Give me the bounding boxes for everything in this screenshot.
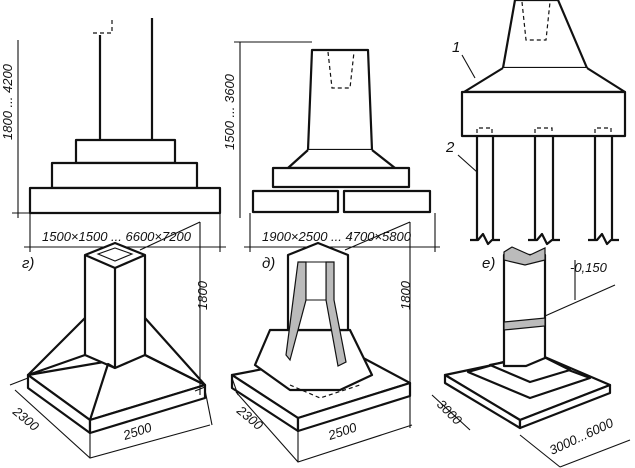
figure-d-height-dimension: 1800 [398, 280, 413, 310]
figure-e-label: е) [482, 255, 495, 272]
callout-2: 2 [445, 139, 455, 156]
figure-b-glass-foundation: 1500 ... 3600 1900×2500 ... 4700×5800 [222, 41, 440, 252]
figure-d-label: д) [262, 255, 275, 272]
figure-e-elevation-mark: -0,150 [570, 260, 608, 275]
figure-e-prefab-foundation: е) -0,150 3000 3000...6000 [431, 246, 631, 468]
piles [470, 127, 619, 246]
figure-d-width-dimension: 2500 [325, 419, 359, 443]
figure-a-stepped-foundation: 1800 ... 4200 1500×1500 ... 6600×7200 [0, 18, 226, 252]
figure-c-pile-foundation: 1 2 [445, 0, 627, 246]
figure-g-depth-dimension: 2300 [9, 403, 42, 434]
figure-b-height-dimension: 1500 ... 3600 [222, 73, 237, 150]
figure-g-frame-foundation: г) 1800 2300 2500 [9, 221, 213, 459]
figure-e-depth-dimension: 3000 [434, 397, 466, 429]
callout-1: 1 [452, 39, 460, 56]
figure-b-base-dimension: 1900×2500 ... 4700×5800 [262, 229, 412, 244]
figure-a-height-dimension: 1800 ... 4200 [0, 63, 15, 140]
figure-g-label: г) [22, 255, 34, 272]
figure-e-width-dimension: 3000...6000 [547, 415, 616, 458]
figure-d-glass-foundation-section: д) 1800 2300 2500 [230, 221, 413, 463]
figure-a-base-dimension: 1500×1500 ... 6600×7200 [42, 229, 192, 244]
figure-g-height-dimension: 1800 [195, 280, 210, 310]
